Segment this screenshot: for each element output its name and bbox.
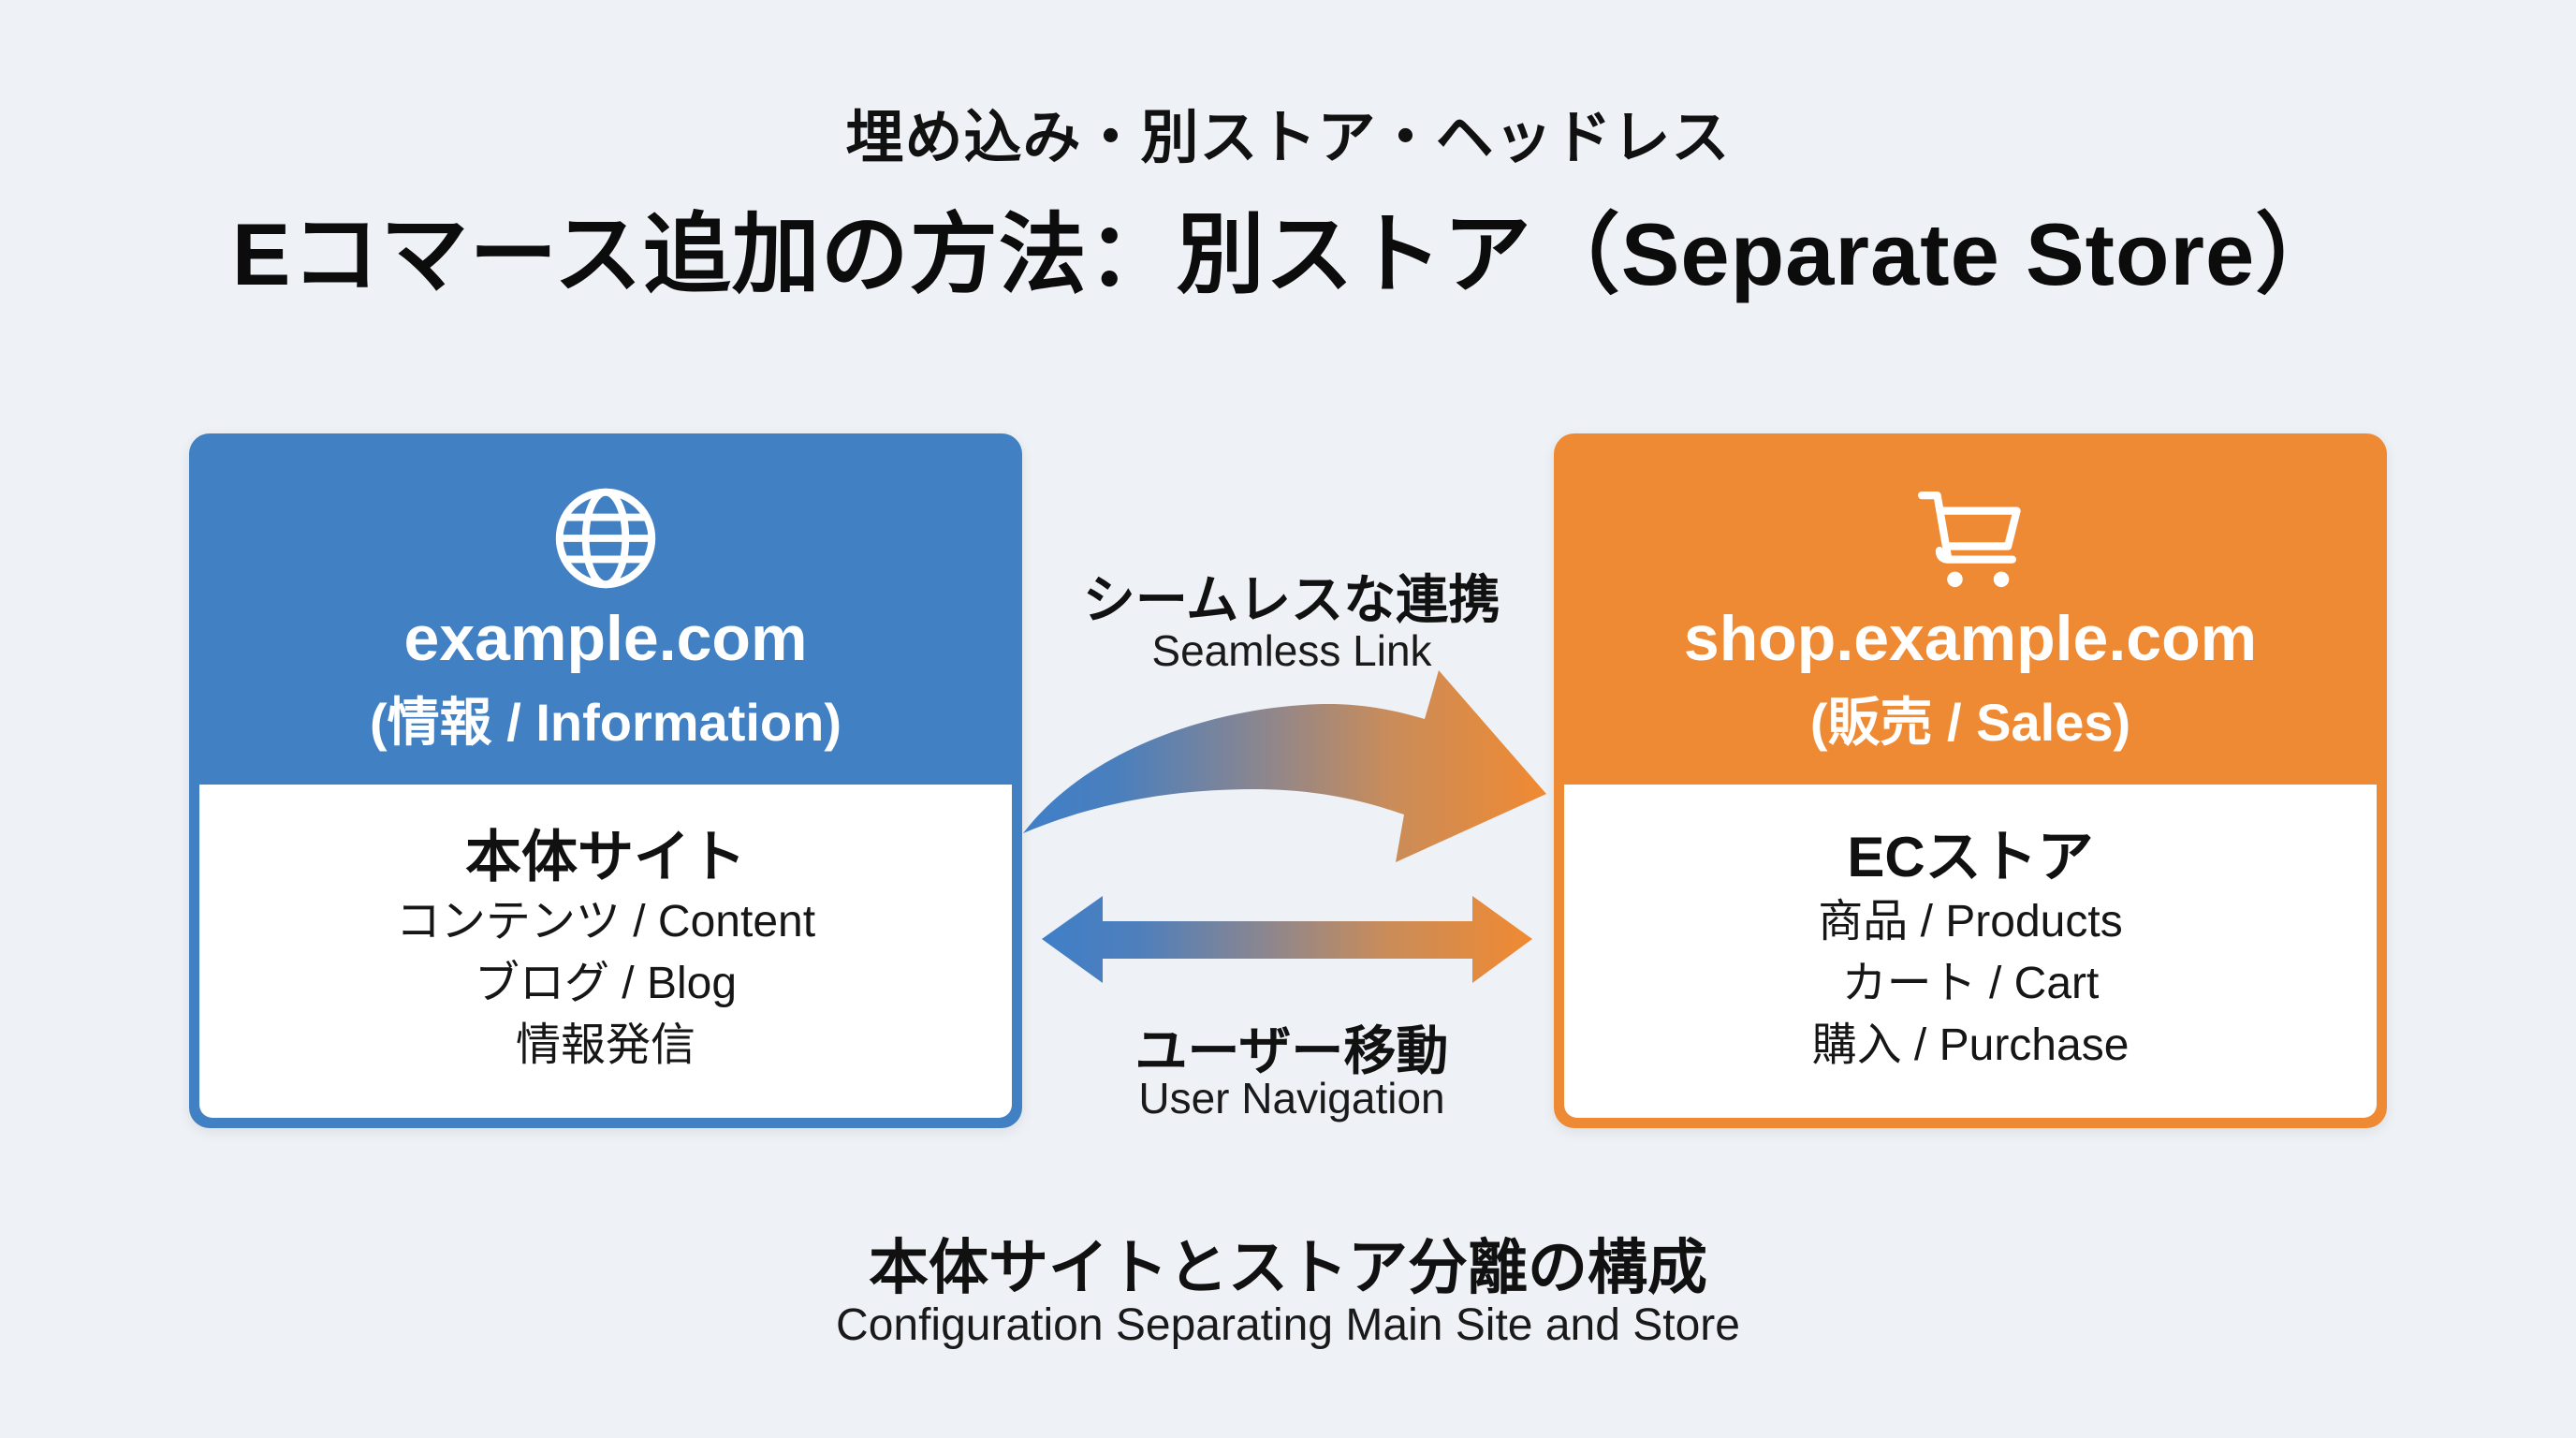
shopping-cart-icon [1917, 492, 2021, 588]
globe-icon [555, 488, 656, 589]
main-site-card: example.com (情報 / Information) 本体サイト コンテ… [189, 433, 1022, 1128]
store-domain: shop.example.com [1683, 603, 2258, 674]
store-item: 商品 / Products [1818, 897, 2123, 946]
user-navigation-arrow [1042, 896, 1532, 983]
seamless-link-label-jp: シームレスな連携 [1082, 570, 1501, 629]
store-body-title: ECストア [1847, 826, 2094, 888]
footer-caption-en: Configuration Separating Main Site and S… [836, 1300, 1740, 1350]
seamless-link-arrow [1023, 670, 1546, 862]
main-site-role: (情報 / Information) [370, 693, 842, 752]
footer-caption-jp: 本体サイトとストア分離の構成 [869, 1234, 1707, 1301]
store-card: shop.example.com (販売 / Sales) ECストア 商品 /… [1554, 433, 2387, 1128]
main-site-card-body: 本体サイト コンテンツ / Content ブログ / Blog 情報発信 [199, 785, 1012, 1118]
main-site-body-title: 本体サイト [465, 826, 746, 888]
main-site-item: ブログ / Blog [474, 959, 738, 1008]
store-card-header: shop.example.com (販売 / Sales) [1554, 433, 2387, 785]
store-card-body: ECストア 商品 / Products カート / Cart 購入 / Purc… [1564, 785, 2377, 1118]
seamless-link-label-en: Seamless Link [1151, 626, 1432, 675]
diagram-subtitle: 埋め込み・別ストア・ヘッドレス [845, 106, 1731, 170]
store-role: (販売 / Sales) [1809, 693, 2131, 752]
main-site-item: 情報発信 [515, 1020, 695, 1070]
store-item: カート / Cart [1841, 959, 2100, 1008]
user-navigation-label-en: User Navigation [1138, 1074, 1445, 1123]
user-navigation-label-jp: ユーザー移動 [1134, 1021, 1449, 1080]
main-site-card-header: example.com (情報 / Information) [189, 433, 1022, 785]
store-item: 購入 / Purchase [1811, 1020, 2130, 1070]
main-site-item: コンテンツ / Content [395, 897, 816, 946]
main-site-domain: example.com [403, 603, 808, 674]
diagram-title: Eコマース追加の方法：別ストア（Separate Store） [231, 205, 2345, 303]
